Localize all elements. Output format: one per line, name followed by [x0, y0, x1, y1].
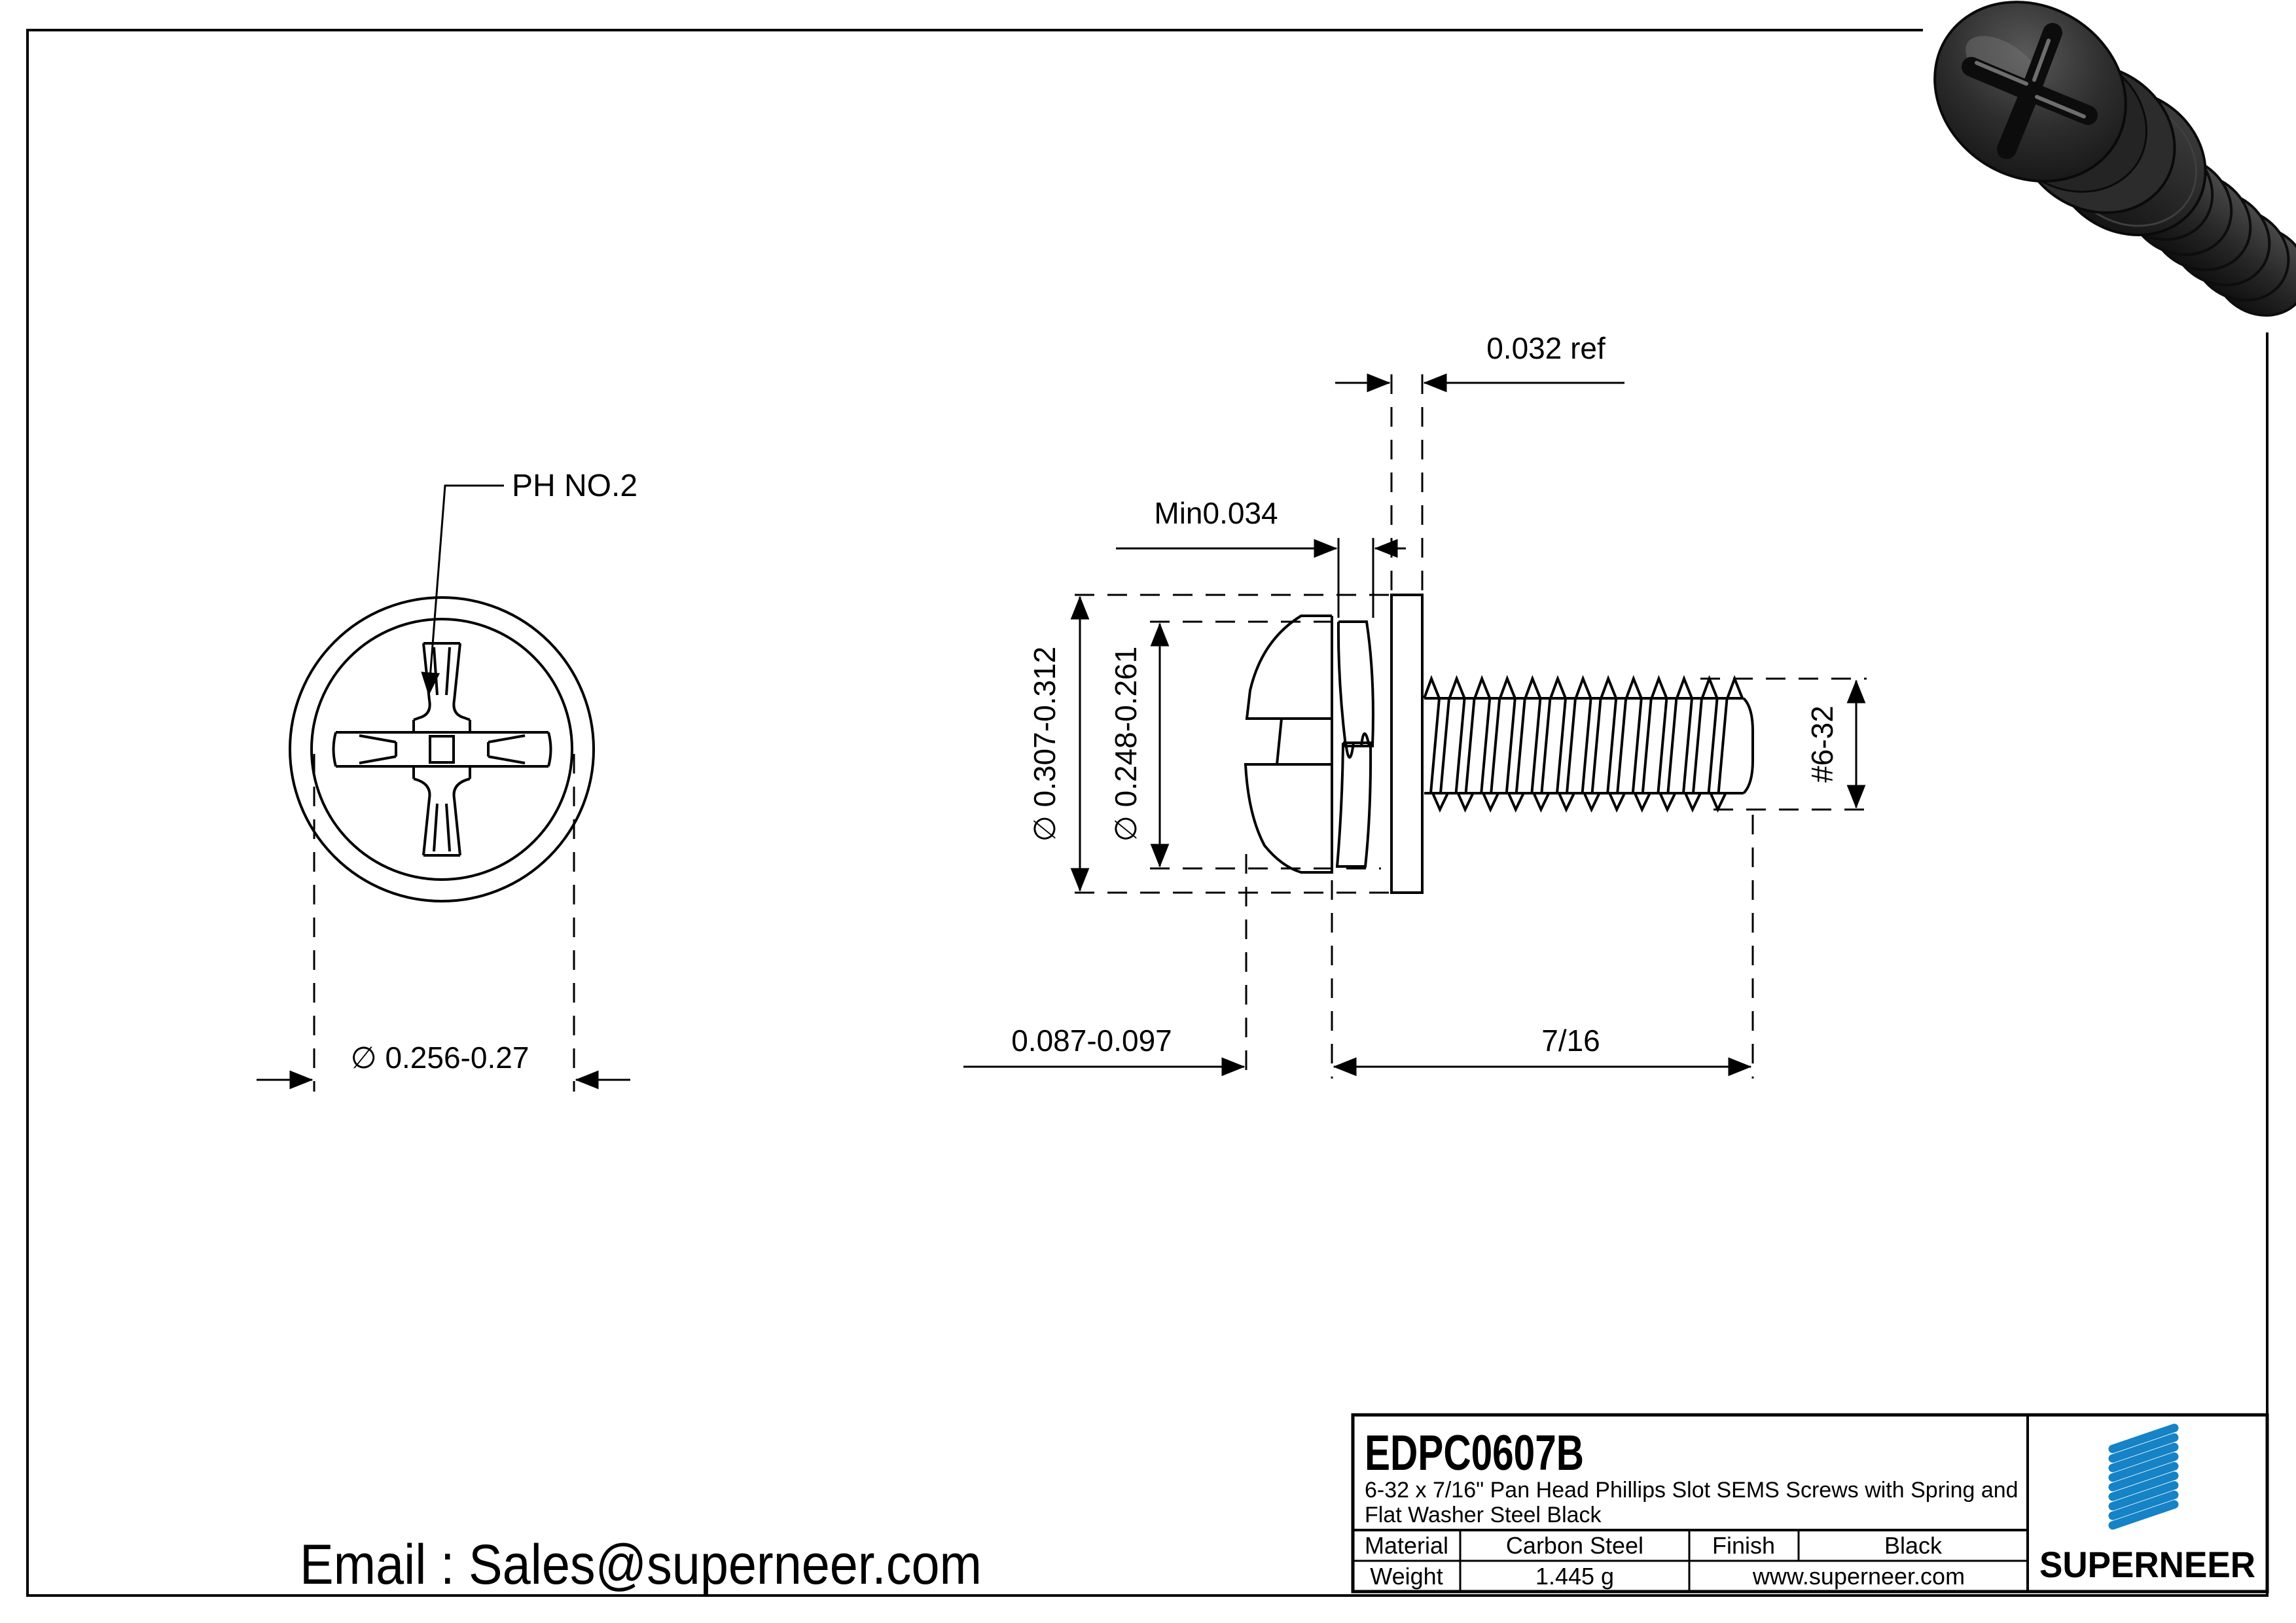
logo-stripe	[2108, 1423, 2179, 1454]
logo-stripe	[2108, 1452, 2179, 1482]
logo-stripe	[2108, 1471, 2179, 1501]
side-view: 0.032 ref Min0.034 ∅ 0.307-0.312 ∅ 0.248…	[963, 331, 1867, 1079]
brand-logo-stripes	[2108, 1423, 2179, 1530]
finish-label: Finish	[1712, 1532, 1775, 1559]
finish-value: Black	[1884, 1532, 1943, 1559]
logo-stripe	[2108, 1481, 2179, 1511]
pan-head-outline-front	[310, 618, 573, 881]
spring-washer-profile	[1335, 620, 1374, 868]
logo-stripe	[2108, 1433, 2179, 1463]
title-block: EDPC0607B 6-32 x 7/16" Pan Head Phillips…	[1351, 1413, 2269, 1594]
material-value: Carbon Steel	[1506, 1532, 1643, 1559]
dim-thread-length: 7/16	[1541, 1024, 1600, 1058]
callout-leader	[421, 484, 504, 696]
material-label: Material	[1365, 1532, 1448, 1559]
dim-front-head-dia: ∅ 0.256-0.27	[351, 1041, 529, 1075]
pan-head-profile	[1244, 615, 1333, 874]
front-view: PH NO.2 ∅ 0.256-0.27	[257, 469, 637, 1092]
flat-washer-outline-front	[289, 596, 595, 902]
thread-profile	[1423, 675, 1754, 813]
logo-stripe	[2108, 1500, 2179, 1530]
logo-stripe	[2108, 1490, 2179, 1520]
dim-spring-od: ∅ 0.248-0.261	[1109, 647, 1143, 842]
phillips-recess-front	[412, 642, 471, 857]
sheet-border	[26, 29, 2269, 1597]
logo-stripe	[2108, 1442, 2179, 1472]
email-text: Email : Sales@superneer.com	[300, 1533, 982, 1596]
weight-label: Weight	[1370, 1563, 1443, 1590]
dim-flat-washer-thickness: 0.032 ref	[1486, 331, 1605, 365]
brand-wordmark: SUPERNEER	[2039, 1544, 2255, 1585]
dim-head-height: 0.087-0.097	[1011, 1024, 1172, 1058]
website-link[interactable]: www.superneer.com	[1752, 1563, 1965, 1590]
phillips-cross-3d-highlight	[1975, 39, 2086, 118]
description-line2: Flat Washer Steel Black	[1365, 1503, 1602, 1527]
slot-recess-front	[332, 731, 552, 768]
callout-ph-label: PH NO.2	[512, 469, 637, 503]
flat-washer-profile	[1390, 594, 1424, 894]
dim-thread-spec: #6-32	[1805, 705, 1839, 783]
weight-value: 1.445 g	[1535, 1563, 1614, 1590]
logo-stripe	[2108, 1461, 2179, 1491]
description-line1: 6-32 x 7/16" Pan Head Phillips Slot SEMS…	[1365, 1478, 2018, 1503]
dim-spring-min-thickness: Min0.034	[1154, 496, 1278, 530]
screw-3d-render	[1923, 1, 2296, 332]
part-number: EDPC0607B	[1365, 1425, 1584, 1481]
dim-washer-od: ∅ 0.307-0.312	[1028, 647, 1062, 842]
